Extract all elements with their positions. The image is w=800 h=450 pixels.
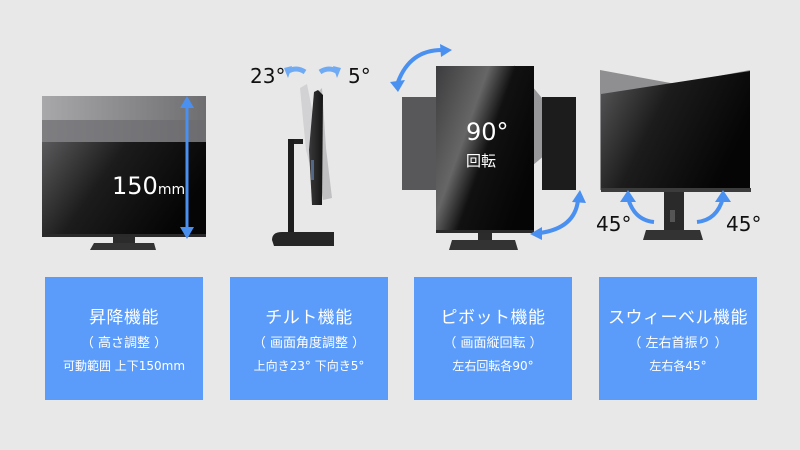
height-value-label: 150mm: [112, 172, 185, 200]
feature-detail: 左右回転各90°: [452, 359, 534, 373]
height-monitor-graphic: [42, 44, 751, 250]
tilt-up-angle: 23°: [250, 64, 286, 88]
pivot-label: 回転: [466, 152, 497, 170]
feature-subtitle: （ 画面縦回転 ）: [443, 336, 543, 351]
feature-title: チルト機能: [265, 308, 353, 328]
feature-subtitle: （ 画面角度調整 ）: [252, 336, 366, 351]
feature-title: スウィーベル機能: [608, 308, 748, 328]
feature-subtitle: （ 左右首振り ）: [628, 336, 728, 351]
height-adjust-illustration: [42, 44, 751, 250]
feature-detail: 上向き23° 下向き5°: [253, 359, 365, 373]
feature-card-tilt: チルト機能 （ 画面角度調整 ） 上向き23° 下向き5°: [230, 277, 388, 400]
feature-title: ピボット機能: [440, 308, 546, 328]
feature-card-pivot: ピボット機能 （ 画面縦回転 ） 左右回転各90°: [414, 277, 572, 400]
pivot-angle: 90°: [466, 118, 509, 146]
feature-subtitle: （ 高さ調整 ）: [80, 336, 168, 351]
feature-card-height: 昇降機能 （ 高さ調整 ） 可動範囲 上下150mm: [45, 277, 203, 400]
feature-detail: 左右各45°: [649, 359, 707, 373]
tilt-down-angle: 5°: [348, 64, 371, 88]
feature-title: 昇降機能: [89, 308, 159, 328]
swivel-right-angle: 45°: [726, 212, 762, 236]
feature-card-swivel: スウィーベル機能 （ 左右首振り ） 左右各45°: [599, 277, 757, 400]
height-value: 150: [112, 172, 158, 200]
swivel-left-angle: 45°: [596, 212, 632, 236]
height-unit: mm: [157, 182, 186, 198]
feature-detail: 可動範囲 上下150mm: [62, 359, 186, 373]
